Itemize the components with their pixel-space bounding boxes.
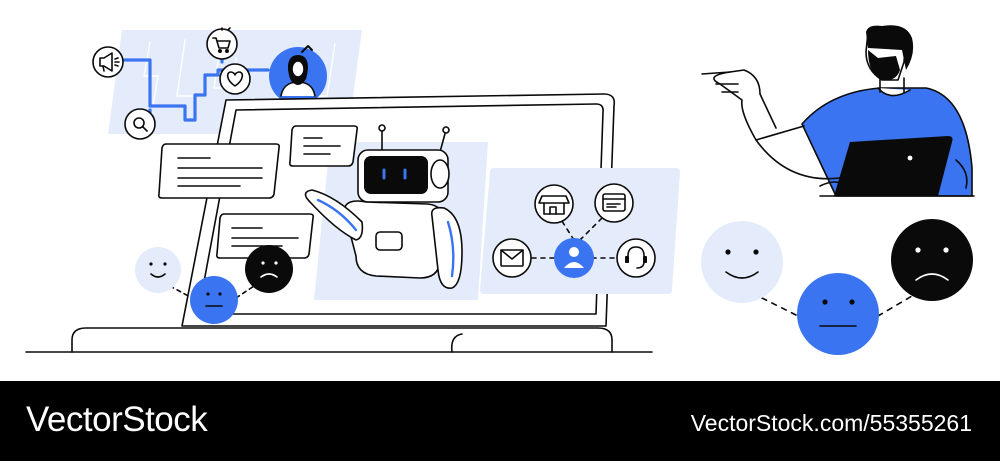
vectorstock-logo: VectorStock bbox=[26, 400, 208, 439]
robot bbox=[304, 124, 463, 289]
image-id: VectorStock.com/55355261 bbox=[690, 410, 972, 436]
heart-icon bbox=[219, 63, 251, 95]
watermark-banner: VectorStock VectorStock.com/55355261 bbox=[0, 381, 1000, 461]
user-avatar-icon bbox=[269, 45, 327, 105]
search-icon bbox=[124, 108, 156, 140]
megaphone-icon bbox=[92, 46, 124, 78]
chat-bubble bbox=[289, 125, 358, 167]
mood-connector bbox=[169, 285, 255, 299]
headset-icon bbox=[616, 238, 656, 278]
cart-icon bbox=[206, 27, 238, 60]
illustration-artwork bbox=[25, 25, 975, 355]
neutral-face-icon bbox=[190, 276, 238, 324]
mood-connector bbox=[761, 295, 913, 317]
happy-face-icon bbox=[701, 221, 783, 303]
neutral-face-icon bbox=[797, 273, 879, 355]
user-icon bbox=[554, 238, 594, 278]
flow-connector bbox=[106, 58, 270, 122]
man-with-laptop bbox=[701, 25, 975, 197]
happy-face-icon bbox=[135, 247, 181, 293]
chat-bubble bbox=[158, 143, 280, 199]
store-icon bbox=[534, 184, 574, 224]
browser-window-icon bbox=[594, 183, 634, 223]
sad-face-icon bbox=[245, 245, 293, 293]
mail-icon bbox=[492, 238, 532, 278]
sad-face-icon bbox=[891, 219, 973, 301]
